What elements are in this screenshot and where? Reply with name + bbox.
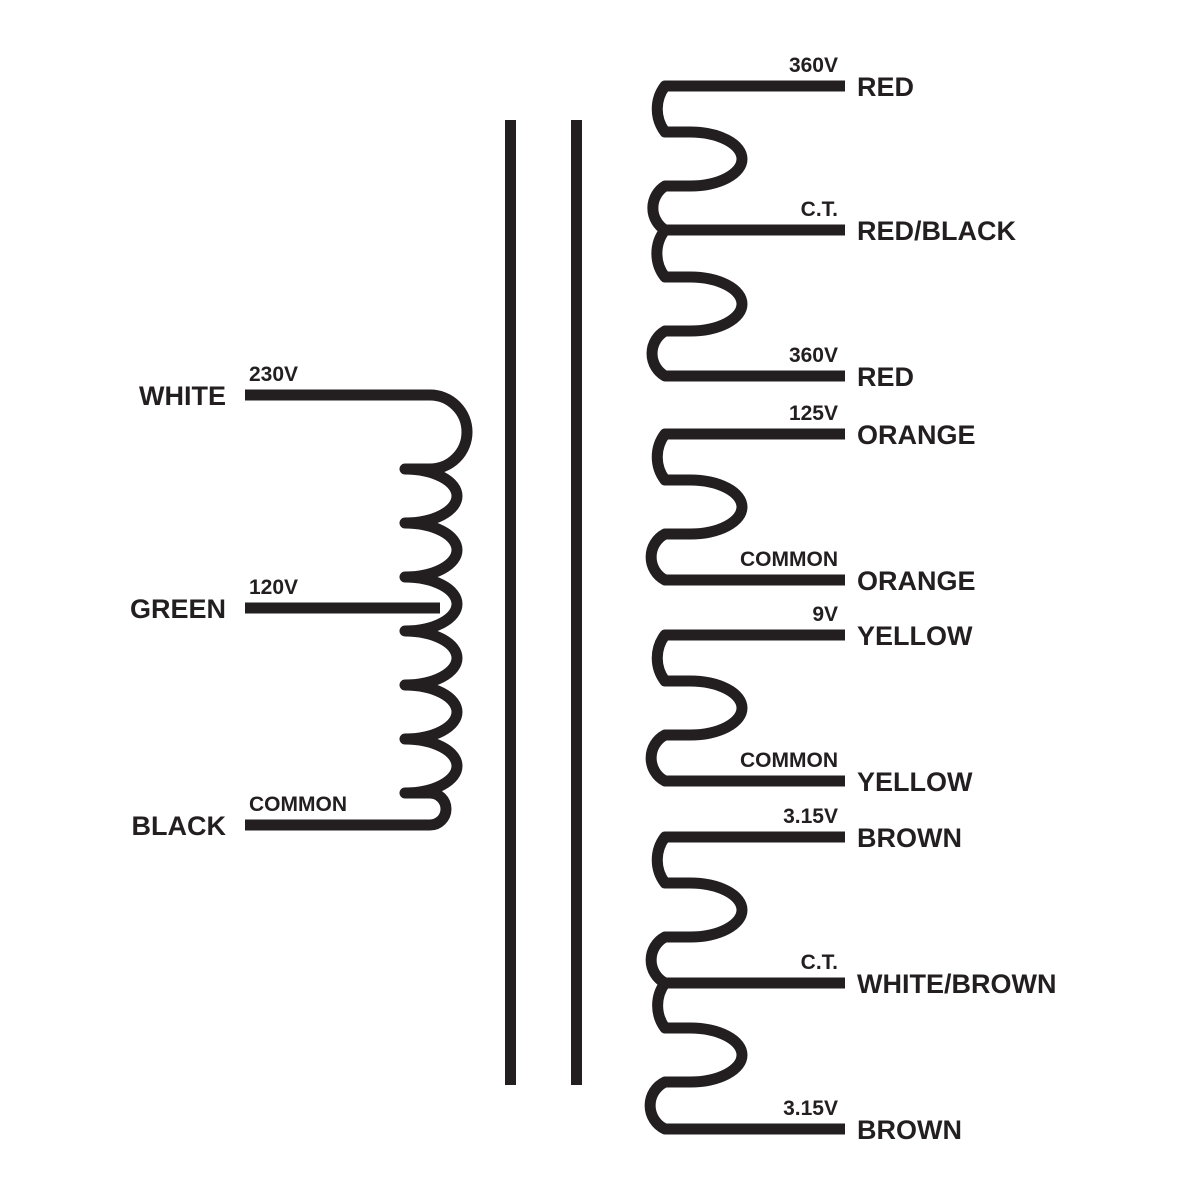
- core-bar-left: [505, 120, 516, 1085]
- secondary-winding-heater-coil-1: [645, 831, 845, 989]
- secondary-wire-label: BROWN: [857, 823, 962, 853]
- secondary-voltage-label: C.T.: [801, 198, 838, 221]
- core-bar-right: [571, 120, 582, 1085]
- primary-voltage-label: 230V: [249, 363, 298, 386]
- secondary-wire-label: YELLOW: [857, 767, 973, 797]
- secondary-wire-label: ORANGE: [857, 420, 976, 450]
- secondary-voltage-label: 3.15V: [783, 805, 838, 828]
- secondary-voltage-label: COMMON: [740, 749, 838, 772]
- secondary-winding-9v: [645, 629, 845, 787]
- secondary-winding-bias: [645, 428, 845, 586]
- primary-wire-label: GREEN: [130, 594, 226, 624]
- secondary-wire-label: BROWN: [857, 1115, 962, 1145]
- secondary-wire-label: WHITE/BROWN: [857, 969, 1056, 999]
- secondary-winding-9v-coil-1: [645, 629, 845, 787]
- primary-winding: [245, 389, 473, 831]
- secondary-winding-high-voltage: [646, 80, 845, 382]
- secondary-voltage-label: C.T.: [801, 951, 838, 974]
- secondary-wire-label: ORANGE: [857, 566, 976, 596]
- secondary-wire-label: YELLOW: [857, 621, 973, 651]
- secondary-voltage-label: 125V: [789, 402, 838, 425]
- secondary-voltage-label: COMMON: [740, 548, 838, 571]
- secondary-winding-high-voltage-coil-2: [646, 224, 845, 382]
- primary-voltage-label: COMMON: [249, 793, 347, 816]
- secondary-voltage-label: 360V: [789, 344, 838, 367]
- secondary-wire-label: RED/BLACK: [857, 216, 1016, 246]
- secondary-winding-high-voltage-coil-1: [647, 80, 845, 236]
- primary-wire-label: WHITE: [139, 381, 226, 411]
- secondary-wire-label: RED: [857, 362, 914, 392]
- primary-coil: [245, 389, 473, 831]
- primary-voltage-label: 120V: [249, 576, 298, 599]
- secondary-voltage-label: 9V: [812, 603, 838, 626]
- secondary-winding-heater: [644, 831, 845, 1135]
- secondary-voltage-label: 360V: [789, 54, 838, 77]
- secondary-wire-label: RED: [857, 72, 914, 102]
- secondary-voltage-label: 3.15V: [783, 1097, 838, 1120]
- primary-wire-label: BLACK: [132, 811, 227, 841]
- secondary-winding-bias-coil-1: [645, 428, 845, 586]
- secondary-winding-heater-coil-2: [644, 977, 845, 1135]
